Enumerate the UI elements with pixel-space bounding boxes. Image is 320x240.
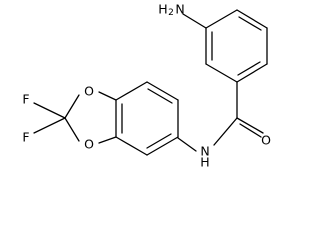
fluorine-top-label: F	[22, 92, 29, 107]
bond	[146, 81, 179, 101]
n-aryl-bond	[177, 137, 197, 152]
bond	[236, 9, 268, 29]
carbonyl-double-bond	[236, 117, 264, 134]
fluorine-bottom-label: F	[22, 130, 29, 145]
dioxole-oxygen-bottom-label: O	[84, 137, 94, 152]
benzamide-ring	[205, 9, 268, 83]
dioxole-ring	[64, 91, 117, 144]
bond	[236, 63, 268, 83]
bond	[146, 136, 179, 156]
amide-n-bond	[213, 117, 238, 146]
amine-h-label: H	[158, 2, 167, 17]
double-bond-inner	[238, 16, 262, 31]
molecule-drawing: H 2 N O N H O O F F	[22, 2, 271, 168]
amide-hydrogen-label: H	[200, 155, 209, 168]
double-bond-inner	[237, 61, 261, 76]
benzodioxole-ring	[115, 81, 179, 156]
amine-h-count: 2	[168, 8, 174, 18]
bond	[64, 117, 80, 142]
bond	[115, 136, 148, 156]
structure-canvas: H 2 N O N H O O F F	[22, 2, 271, 168]
double-bond-inner	[147, 88, 173, 104]
bond	[205, 9, 238, 29]
amine-n-label: N	[175, 2, 184, 17]
amide-nitrogen-label: N	[200, 144, 209, 159]
dioxole-oxygen-top-label: O	[84, 84, 94, 99]
bond	[98, 136, 117, 144]
amine-bond	[182, 13, 207, 29]
bond	[98, 91, 117, 101]
bond	[115, 81, 148, 101]
bond	[205, 63, 238, 83]
amide-group	[177, 81, 264, 152]
carbonyl-double-bond	[239, 123, 262, 138]
cf-bond-bottom	[33, 117, 66, 134]
bond	[64, 94, 80, 119]
cf-bond-top	[33, 102, 66, 119]
carbonyl-oxygen-label: O	[261, 133, 271, 148]
double-bond-inner	[146, 133, 172, 149]
